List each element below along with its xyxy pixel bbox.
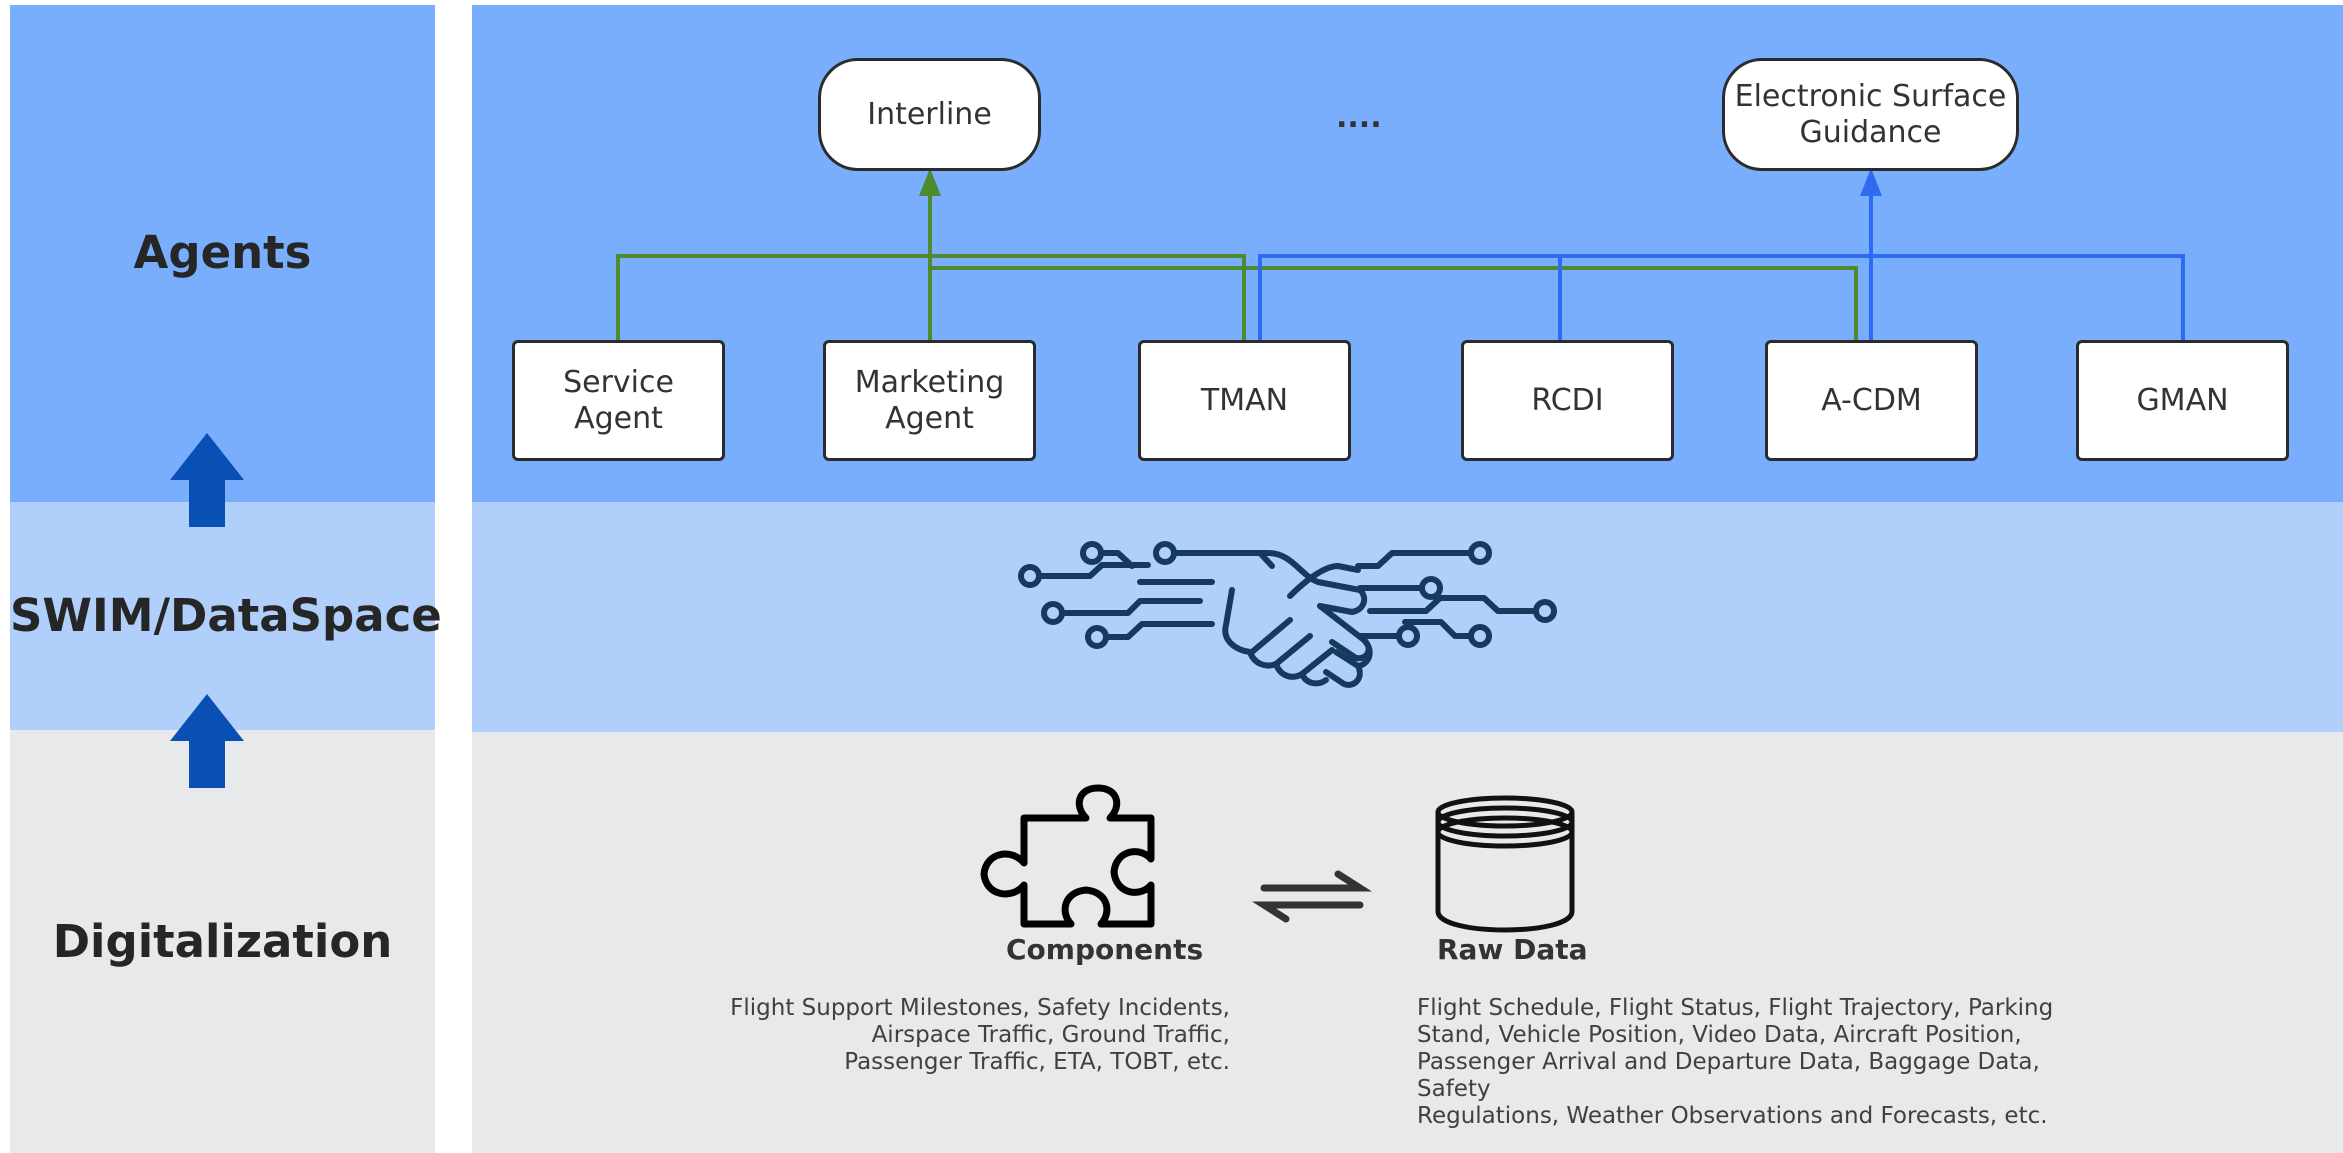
exchange-arrows-icon (1251, 870, 1373, 923)
surface-guidance-node: Electronic Surface Guidance (1722, 58, 2019, 171)
up-arrow-icon (170, 694, 244, 788)
handshake-circuit-icon (1018, 541, 1557, 688)
guidance-arrowhead (1860, 168, 1882, 196)
raw-data-label: Raw Data (1437, 933, 1588, 966)
digitalization-layer-label: Digitalization (52, 915, 393, 968)
database-icon (1435, 795, 1575, 933)
interline-node: Interline (818, 58, 1041, 171)
service-agent-node: Service Agent (512, 340, 725, 461)
green-connector-lines (616, 190, 1858, 340)
interline-arrowhead (919, 168, 941, 196)
digital-band (472, 732, 2343, 1153)
raw-data-description: Flight Schedule, Flight Status, Flight T… (1417, 995, 2054, 1129)
surface-guidance-label: Electronic Surface Guidance (1734, 78, 2007, 150)
rcdi-node: RCDI (1461, 340, 1674, 461)
acdm-node: A-CDM (1765, 340, 1978, 461)
gman-node: GMAN (2076, 340, 2289, 461)
acdm-label: A-CDM (1821, 382, 1922, 418)
agents-band (472, 5, 2343, 502)
interline-label: Interline (867, 96, 992, 132)
service-agent-label: Service Agent (563, 364, 674, 436)
ellipsis-label: .... (1336, 100, 1382, 135)
left-swim-band (10, 502, 435, 730)
marketing-agent-node: Marketing Agent (823, 340, 1036, 461)
swim-band (472, 502, 2343, 732)
left-digital-band (10, 730, 435, 1153)
gman-label: GMAN (2136, 382, 2229, 418)
components-label: Components (1006, 933, 1204, 966)
blue-connector-lines (1258, 190, 2185, 340)
left-agents-band (10, 5, 435, 502)
agents-layer-label: Agents (133, 226, 312, 279)
tman-node: TMAN (1138, 340, 1351, 461)
puzzle-piece-icon (980, 784, 1155, 928)
tman-label: TMAN (1200, 382, 1289, 418)
swim-layer-label: SWIM/DataSpace (10, 589, 442, 642)
components-description: Flight Support Milestones, Safety Incide… (730, 995, 1230, 1075)
marketing-agent-label: Marketing Agent (854, 364, 1005, 436)
rcdi-label: RCDI (1531, 382, 1604, 418)
up-arrow-icon (170, 433, 244, 527)
